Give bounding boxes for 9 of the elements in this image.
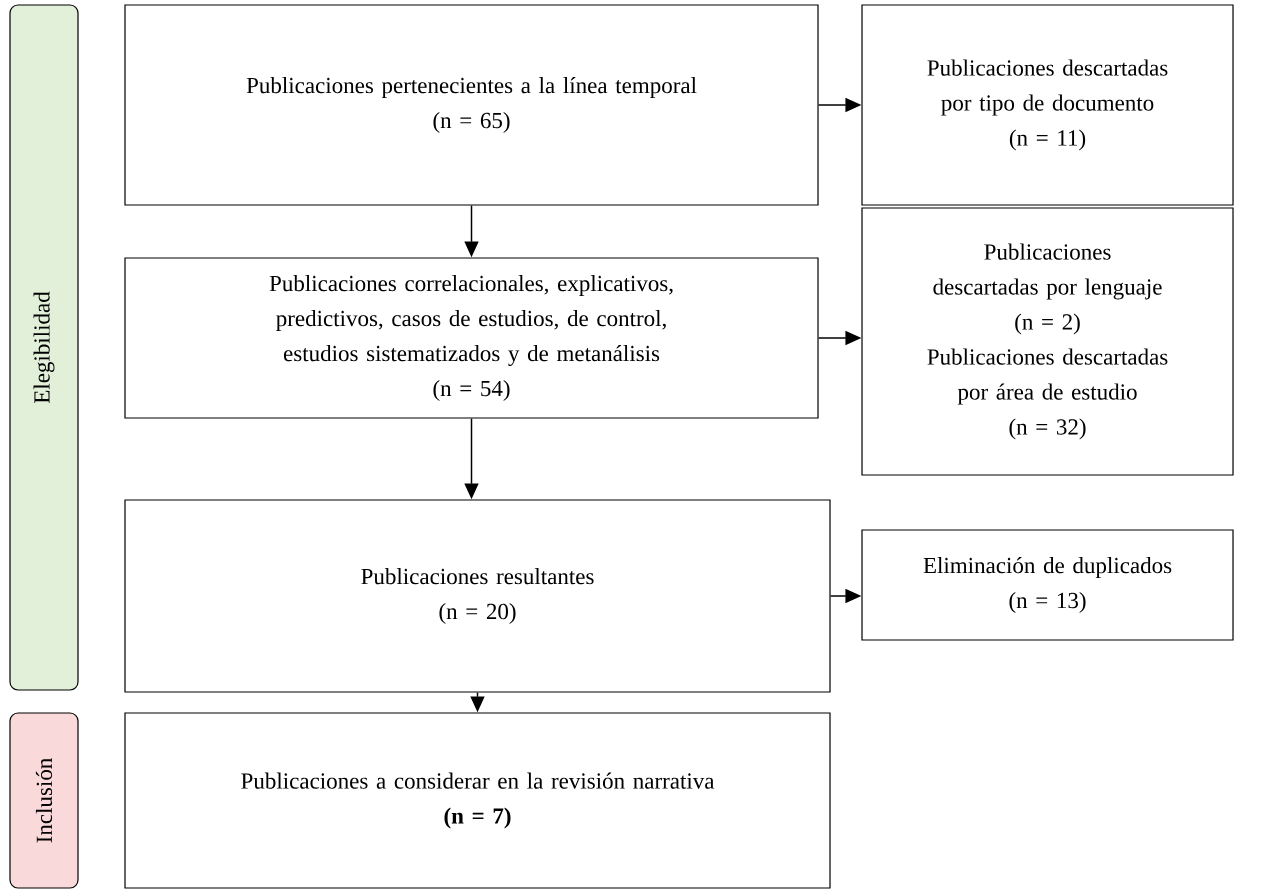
process-box: Publicaciones resultantes (n = 20): [124, 499, 831, 693]
process-box: Publicaciones a considerar en la revisión narrativa (n = 7): [124, 712, 831, 889]
stage-band: Elegibilidad: [9, 4, 79, 691]
process-box: Publicaciones descartadas por tipo de documento (n = 11): [861, 4, 1234, 206]
stage-band: Inclusión: [9, 712, 79, 889]
process-box: Publicaciones pertenecientes a la línea temporal (n = 65): [124, 4, 819, 206]
process-box: Publicaciones descartadas por lenguaje (n = 2) Publicaciones descartadas por área de estudio (n = 32): [861, 207, 1234, 476]
process-box: Publicaciones correlacionales, explicativos, predictivos, casos de estudios, de control, estudios sistematizados y de metanálisis (n = 54): [124, 257, 819, 419]
process-box: Eliminación de duplicados (n = 13): [861, 529, 1234, 641]
